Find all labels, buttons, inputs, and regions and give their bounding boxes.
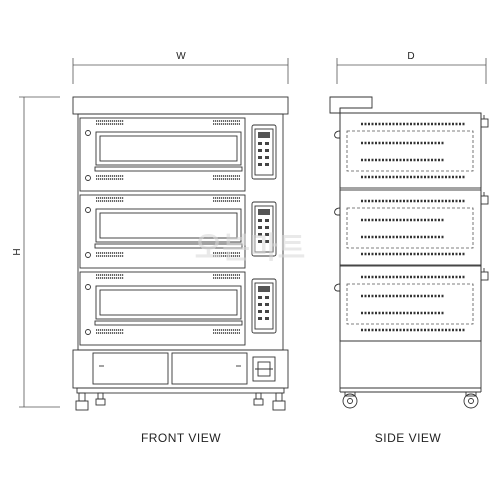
control-button [265, 310, 269, 313]
door-handle [94, 166, 243, 172]
front-deck-1 [79, 117, 277, 192]
deck-section [339, 189, 482, 266]
width-dimension [72, 58, 289, 84]
control-button [258, 317, 262, 320]
display-screen [258, 209, 270, 215]
control-button [258, 163, 262, 166]
deck-panel [79, 194, 246, 269]
door-frame [95, 285, 242, 320]
door-handle-side [334, 130, 341, 139]
front-view [72, 96, 289, 394]
control-button [265, 233, 269, 236]
drawer-left [92, 352, 169, 385]
width-label: W [176, 51, 186, 62]
control-button [265, 226, 269, 229]
height-label: H [12, 248, 23, 255]
control-button [265, 296, 269, 299]
door-handle-side [334, 207, 341, 216]
base-control-box [252, 356, 276, 382]
side-hood [329, 96, 373, 114]
control-button [265, 219, 269, 222]
front-deck-2 [79, 194, 277, 269]
front-base-plate [76, 387, 285, 394]
control-button [258, 296, 262, 299]
control-button [258, 226, 262, 229]
front-deck-3 [79, 271, 277, 346]
side-deck-1 [334, 112, 489, 189]
side-deck-2 [334, 189, 489, 266]
front-top-cap [72, 96, 289, 115]
front-casters [75, 392, 286, 411]
control-panel-frame [251, 278, 277, 334]
control-panel-frame [251, 201, 277, 257]
control-button [258, 142, 262, 145]
display-screen [258, 132, 270, 138]
depth-dimension [336, 58, 487, 84]
depth-label: D [407, 51, 414, 62]
control-button [265, 149, 269, 152]
side-deck-3 [334, 265, 489, 342]
inner-chamber [346, 130, 474, 172]
inner-chamber [346, 283, 474, 325]
side-view-label: SIDE VIEW [375, 431, 442, 445]
control-panel-face [254, 128, 274, 176]
drawer-right [171, 352, 248, 385]
control-button [258, 219, 262, 222]
side-casters [342, 391, 479, 409]
door-frame [95, 131, 242, 166]
control-button [258, 310, 262, 313]
door-window [99, 135, 238, 162]
front-decks [79, 117, 277, 346]
side-view [329, 96, 482, 393]
control-panel-face [254, 282, 274, 330]
front-view-label: FRONT VIEW [141, 431, 221, 445]
indicator-light [85, 329, 91, 335]
door-window [99, 212, 238, 239]
height-dimension [19, 96, 60, 408]
door-handle-side [334, 283, 341, 292]
deck-panel [79, 271, 246, 346]
indicator-light [85, 252, 91, 258]
rear-fitting [480, 118, 489, 128]
door-handle [94, 320, 243, 326]
control-button [258, 149, 262, 152]
door-frame [95, 208, 242, 243]
control-button [265, 163, 269, 166]
control-panel-face [254, 205, 274, 253]
control-panel [251, 124, 277, 180]
indicator-light [85, 284, 91, 290]
inner-chamber [346, 207, 474, 249]
side-body [339, 112, 482, 342]
deck-panel [79, 117, 246, 192]
deck-section [339, 265, 482, 342]
control-button [265, 317, 269, 320]
control-panel-frame [251, 124, 277, 180]
side-decks [334, 112, 489, 342]
deck-section [339, 112, 482, 189]
control-panel [251, 201, 277, 257]
rear-fitting [480, 195, 489, 205]
control-button [265, 156, 269, 159]
door-handle [94, 243, 243, 249]
watermark: 오븐마트 [195, 231, 305, 266]
front-drawers [92, 352, 248, 385]
door-window [99, 289, 238, 316]
indicator-light [85, 130, 91, 136]
control-button [265, 303, 269, 306]
control-button [258, 233, 262, 236]
control-button [258, 303, 262, 306]
indicator-light [85, 175, 91, 181]
control-button [265, 142, 269, 145]
control-button [258, 156, 262, 159]
indicator-light [85, 207, 91, 213]
rear-fitting [480, 271, 489, 281]
control-panel [251, 278, 277, 334]
display-screen [258, 286, 270, 292]
control-button [265, 240, 269, 243]
control-button [258, 240, 262, 243]
